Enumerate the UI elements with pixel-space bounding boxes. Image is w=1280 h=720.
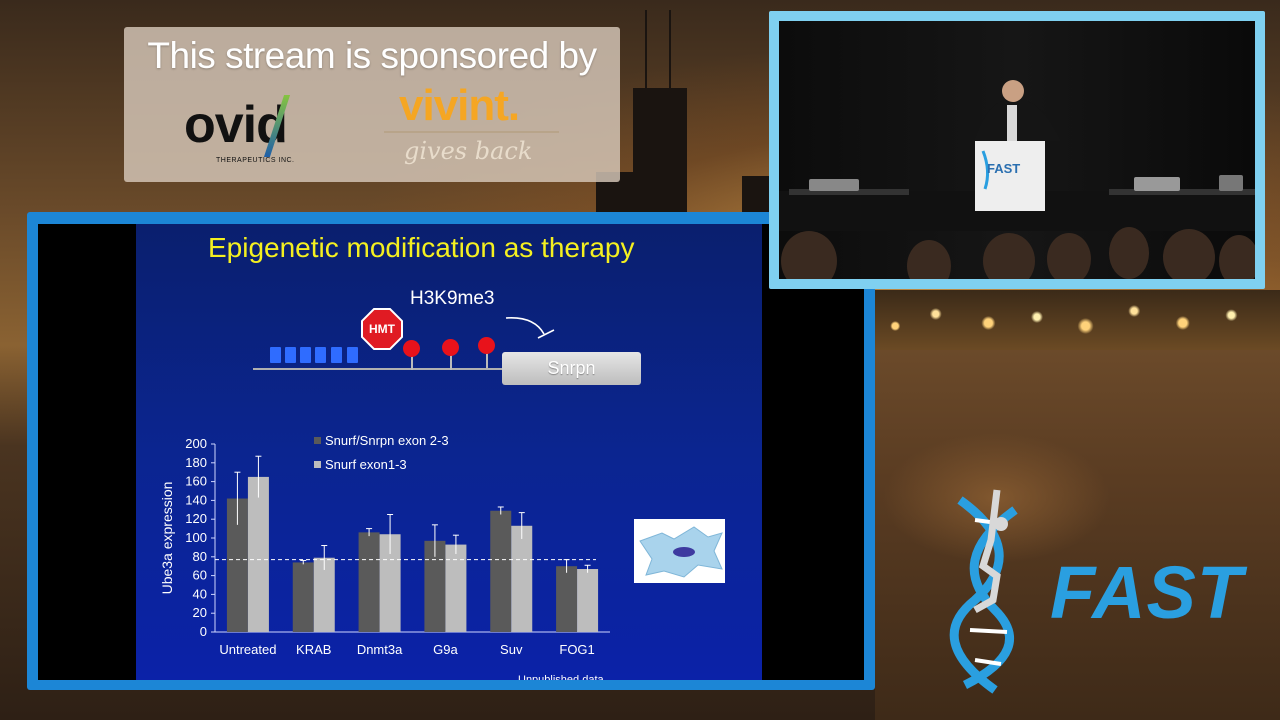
bar [490,510,512,632]
skyline-antenna [645,10,647,90]
y-tick-label: 80 [193,549,207,564]
y-tick-label: 160 [185,474,207,489]
methyl-mark-stem [450,354,452,370]
ovid-logo: ovid THERAPEUTICS INC. [184,95,334,175]
legend-label: Snurf/Snrpn exon 2-3 [325,433,449,448]
x-tick-label: Suv [500,642,523,657]
x-tick-label: G9a [433,642,458,657]
skyline-building [742,176,770,212]
y-tick-label: 60 [193,568,207,583]
y-tick-label: 200 [185,436,207,451]
hmt-stop-sign: HMT [363,310,401,348]
skyline-tower [633,88,687,212]
cell-shape-icon [639,526,723,578]
vivint-wordmark: vivint. [399,81,520,130]
methyl-mark [478,337,495,354]
x-tick-label: FOG1 [559,642,594,657]
repression-arrow-icon [505,317,555,339]
dna-strand [253,368,503,370]
cpg-site [270,347,281,363]
methyl-mark-stem [411,354,413,370]
fast-wordmark: FAST [1050,551,1244,634]
x-tick-label: KRAB [296,642,331,657]
bar [511,525,533,632]
bar [577,569,599,632]
cpg-site [347,347,358,363]
bar [424,540,446,632]
cell-image [634,519,725,583]
cpg-site [285,347,296,363]
bar [379,534,401,632]
sponsor-banner: This stream is sponsored by ovid THERAPE… [124,27,620,182]
vivint-tagline: gives back [404,137,533,165]
bar [313,557,335,632]
dna-helix-icon [949,489,1018,694]
y-axis-label: Ube3a expression [159,482,175,595]
bar [556,566,578,632]
cpg-site [300,347,311,363]
cpg-site [315,347,326,363]
x-tick-label: Dnmt3a [357,642,403,657]
y-tick-label: 120 [185,511,207,526]
y-tick-label: 0 [200,624,207,639]
y-tick-label: 100 [185,530,207,545]
y-tick-label: 140 [185,492,207,507]
bar [445,544,467,632]
y-tick-label: 20 [193,605,207,620]
methyl-mark [403,340,420,357]
bar [247,476,269,632]
x-tick-label: Untreated [219,642,276,657]
video-scene [779,21,1255,279]
slide-title: Epigenetic modification as therapy [208,232,635,263]
legend-swatch [314,461,321,468]
bar [292,562,314,632]
snrpn-gene-box: Snrpn [502,352,641,385]
legend-swatch [314,437,321,444]
sponsor-title: This stream is sponsored by [147,35,597,76]
speaker-video: FAST [779,21,1255,279]
city-lights [875,290,1280,350]
bar [226,498,248,632]
ovid-subtitle: THERAPEUTICS INC. [216,157,295,164]
h3k9me3-label: H3K9me3 [410,288,495,309]
slide-footnote: Unpublished data [518,674,605,680]
y-tick-label: 40 [193,586,207,601]
vivint-logo: vivint. gives back [384,81,564,176]
y-tick-label: 180 [185,455,207,470]
methyl-mark [442,339,459,356]
methyl-mark-stem [486,352,488,368]
cpg-site [331,347,342,363]
skyline-antenna [669,10,671,90]
legend-label: Snurf exon1-3 [325,457,407,472]
vivint-divider [384,131,559,133]
fast-logo: FAST [935,480,1242,695]
bar [358,532,380,632]
podium-label: FAST [987,161,1021,176]
shoreline [875,350,1280,720]
